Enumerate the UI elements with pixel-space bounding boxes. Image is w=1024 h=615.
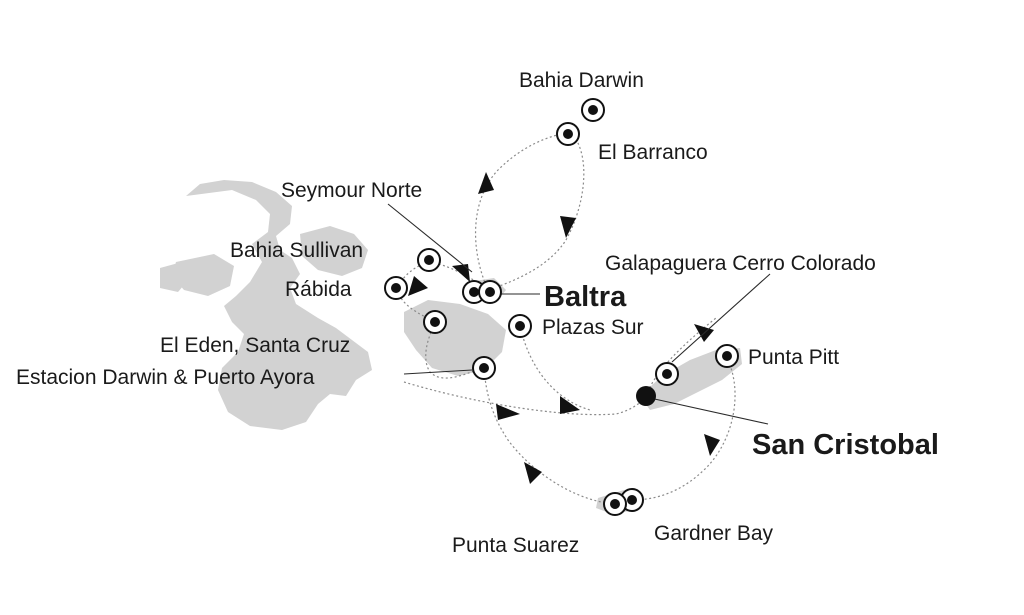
label-baltra: Baltra [544, 281, 627, 313]
label-bahia-darwin: Bahia Darwin [519, 69, 644, 92]
route-rabida-to-el-eden [397, 289, 485, 379]
marker-el-eden [423, 310, 447, 334]
route-punta-pitt-to-gardner-bay [631, 355, 736, 501]
route-plazas-to-san-cristobal [519, 325, 591, 411]
route-bahia-darwin-loop [487, 131, 585, 291]
arrowhead-icon [408, 276, 428, 296]
embark-marker-san-cristobal [636, 386, 656, 406]
fernandina-island [160, 262, 190, 292]
arrowhead-icon [496, 404, 520, 420]
label-el-eden: El Eden, Santa Cruz [160, 334, 350, 357]
port-labels: Bahia Darwin El Barranco Seymour Norte B… [16, 69, 939, 557]
port-markers [384, 98, 739, 516]
leader-lines [387, 203, 771, 425]
label-rabida: Rábida [285, 278, 352, 301]
marker-estacion-darwin [472, 356, 496, 380]
marker-el-barranco [556, 122, 580, 146]
marker-punta-pitt [715, 344, 739, 368]
leader-estacion-darwin [403, 369, 473, 375]
marker-plazas-sur [508, 314, 532, 338]
label-punta-pitt: Punta Pitt [748, 346, 839, 369]
route-punta-suarez-to-puerto-ayora [483, 367, 615, 505]
san-cristobal-island [640, 348, 742, 410]
isabela-north-lobe [172, 254, 234, 296]
leader-seymour-norte [387, 203, 473, 273]
label-plazas-sur: Plazas Sur [542, 316, 644, 339]
marker-bahia-sullivan [417, 248, 441, 272]
label-bahia-sullivan: Bahia Sullivan [230, 239, 363, 262]
arrowhead-icon [560, 396, 580, 414]
label-seymour-norte: Seymour Norte [281, 179, 422, 202]
arrowhead-icon [560, 216, 576, 238]
marker-rabida [384, 276, 408, 300]
leader-san-cristobal [649, 397, 769, 425]
label-punta-suarez: Punta Suarez [452, 534, 579, 557]
marker-bahia-darwin [581, 98, 605, 122]
marker-galapaguera [655, 362, 679, 386]
label-el-barranco: El Barranco [598, 141, 708, 164]
route-baltra-to-bahia-darwin [474, 131, 571, 291]
route-puerto-ayora-to-san-cristobal [403, 381, 647, 416]
label-gardner-bay: Gardner Bay [654, 522, 774, 545]
santiago-island [300, 226, 368, 276]
direction-arrows [408, 172, 720, 484]
label-san-cristobal: San Cristobal [752, 429, 939, 461]
label-galapaguera: Galapaguera Cerro Colorado [605, 252, 876, 275]
arrowhead-icon [452, 264, 470, 282]
arrowhead-icon [524, 462, 542, 484]
arrowhead-icon [478, 172, 494, 194]
leader-galapaguera [671, 273, 771, 363]
label-estacion-darwin: Estacion Darwin & Puerto Ayora [16, 366, 315, 389]
marker-punta-suarez [603, 492, 627, 516]
marker-baltra [478, 280, 502, 304]
isabela-island [186, 180, 372, 430]
arrowhead-icon [704, 434, 720, 456]
